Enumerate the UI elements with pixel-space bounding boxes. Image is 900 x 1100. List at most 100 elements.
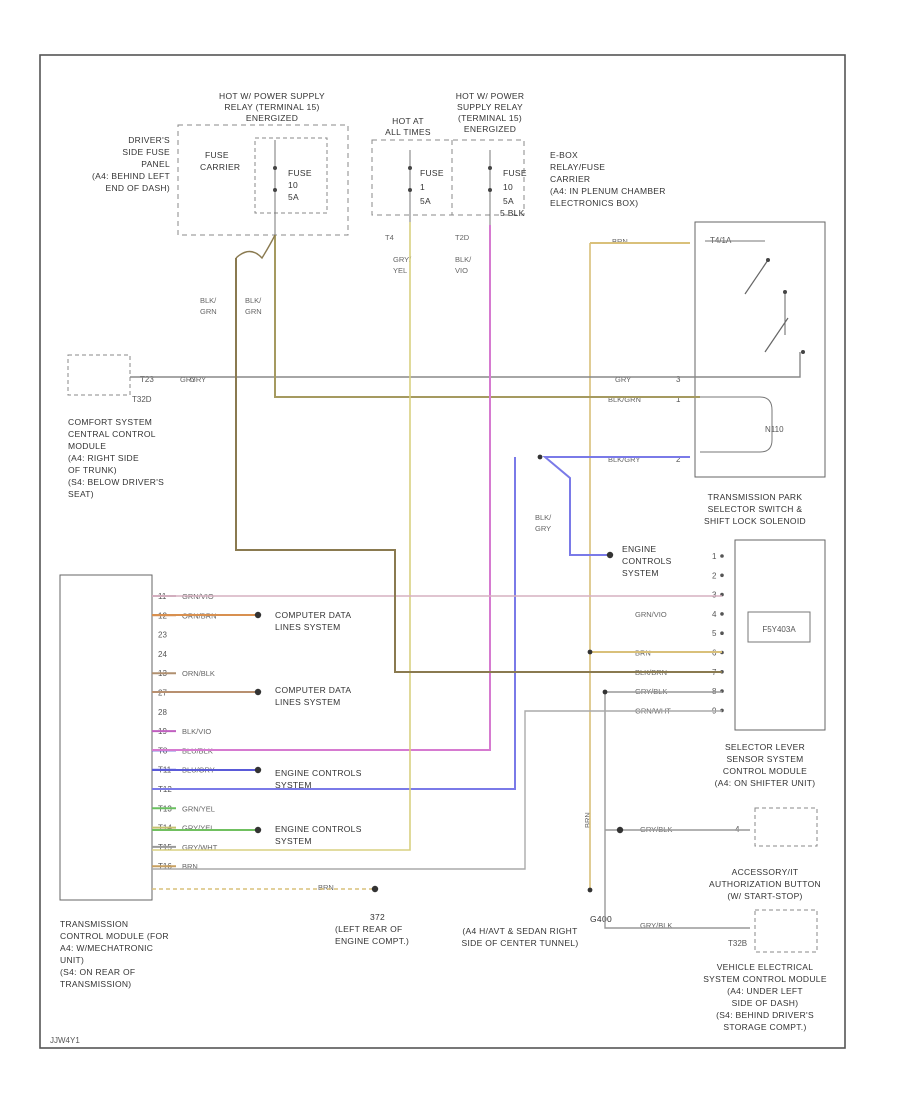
wire-label-blk-grn-a1: BLK/ [200, 296, 217, 305]
selector-pin-4: 4 [712, 610, 717, 619]
shift-label-line1: TRANSMISSION PARK [708, 492, 803, 502]
tcm-wire-label: GRY/YEL [182, 824, 214, 833]
vm-line5: (S4: BEHIND DRIVER'S [716, 1010, 814, 1020]
vm-line1: VEHICLE ELECTRICAL [717, 962, 814, 972]
selector-wire-label: GRN/VIO [635, 610, 667, 619]
relay-title-mid-line2: ALL TIMES [385, 127, 431, 137]
accessory-label: ACCESSORY/IT AUTHORIZATION BUTTON (W/ ST… [709, 867, 821, 901]
relay-title-right-line1: HOT W/ POWER [456, 91, 525, 101]
acc-line3: (W/ START-STOP) [727, 891, 802, 901]
terminal-arrow-1 [254, 611, 262, 619]
tcm-line6: TRANSMISSION) [60, 979, 131, 989]
wire-blu-gry-tcm [152, 457, 516, 790]
shift-wire-brn: BRN [612, 237, 628, 246]
tcm-wire-label: GRY/WHT [182, 843, 218, 852]
wire-label-t4: T4 [385, 233, 394, 242]
tcm-line5: (S4: ON REAR OF [60, 967, 135, 977]
vehicle-module-label: VEHICLE ELECTRICAL SYSTEM CONTROL MODULE… [703, 962, 827, 1032]
terminal-arrow-4 [254, 826, 262, 834]
comfort-line6: (S4: BELOW DRIVER'S [68, 477, 164, 487]
selector-module-label: SELECTOR LEVER SENSOR SYSTEM CONTROL MOD… [715, 742, 815, 788]
wire-blk-grn-left-hook [235, 234, 276, 260]
cdl1-line2: LINES SYSTEM [275, 622, 340, 632]
ebox-label: E-BOX RELAY/FUSE CARRIER (A4: IN PLENUM … [550, 150, 666, 208]
selector-pin-3: 3 [712, 591, 717, 600]
comfort-line7: SEAT) [68, 489, 94, 499]
fuse-right-pin-bottom [488, 188, 492, 192]
tcm-pin-28: 28 [158, 708, 167, 717]
ground-vertical-wire: BRN [583, 812, 592, 828]
shift-label-line2: SELECTOR SWITCH & [708, 504, 803, 514]
shift-wire-gry: GRY [615, 375, 631, 384]
wire-label-blk-gry-1: BLK/ [535, 513, 552, 522]
sel-line3: CONTROL MODULE [723, 766, 807, 776]
tcm-line2: CONTROL MODULE (FOR [60, 931, 169, 941]
ebox-line1: E-BOX [550, 150, 578, 160]
fuse-mid-label-2: 1 [420, 182, 425, 192]
footer-code: JJW4Y1 [50, 1036, 80, 1045]
selector-chip [747, 611, 811, 643]
wire-label-blk-vio-2: VIO [455, 266, 468, 275]
comfort-wire-gry: GRY [190, 375, 206, 384]
vm-line2: SYSTEM CONTROL MODULE [703, 974, 827, 984]
shift-pin-2: 2 [676, 455, 681, 464]
relay-title-right: HOT W/ POWER SUPPLY RELAY (TERMINAL 15) … [456, 91, 525, 134]
fuse-right-label-3: 5A [503, 196, 514, 206]
fuse-mid-label-1: FUSE [420, 168, 444, 178]
shift-switch-label: TRANSMISSION PARK SELECTOR SWITCH & SHIF… [704, 492, 806, 526]
relay-title-left-line2: RELAY (TERMINAL 15) [224, 102, 319, 112]
selector-pin-2: 2 [712, 571, 717, 580]
terminal-arrow-6 [606, 551, 614, 559]
ebox-line2: RELAY/FUSE [550, 162, 605, 172]
vehicle-module-pin: T32B [728, 939, 747, 948]
selector-module-box [734, 539, 826, 731]
shift-switch-box [694, 221, 826, 478]
fuse-left-label-2: 10 [288, 180, 298, 190]
shift-label-line3: SHIFT LOCK SOLENOID [704, 516, 806, 526]
comfort-line5: OF TRUNK) [68, 465, 117, 475]
shift-switch-contact-2 [764, 317, 789, 353]
comfort-line3: MODULE [68, 441, 106, 451]
wire-label-t2d: T2D [455, 233, 470, 242]
fuse-panel-line5: END OF DASH) [105, 183, 170, 193]
shift-wire-blk-grn: BLK/GRN [608, 395, 641, 404]
tcm-line1: TRANSMISSION [60, 919, 128, 929]
fuse-carrier-label-2: CARRIER [200, 162, 240, 172]
wire-label-blk-grn-a2: GRN [200, 307, 217, 316]
comfort-module-box [67, 354, 131, 396]
wire-blk-vio-tcm [152, 225, 491, 751]
wire-label-blk-grn-b1: BLK/ [245, 296, 262, 305]
fuse-mid-pin-top [408, 166, 412, 170]
cdl1-line1: COMPUTER DATA [275, 610, 351, 620]
shift-wire-blk-gry: BLK/GRY [608, 455, 640, 464]
wire-blk-gry-shift [542, 456, 690, 556]
ecs1-line1: ENGINE CONTROLS [275, 768, 362, 778]
fuse-left-label-3: 5A [288, 192, 299, 202]
tcm-line4: UNIT) [60, 955, 84, 965]
relay-fuse-box [371, 139, 525, 216]
ebox-line4: (A4: IN PLENUM CHAMBER [550, 186, 666, 196]
wire-label-blk-grn-b2: GRN [245, 307, 262, 316]
shift-switch-contact-1 [744, 259, 769, 295]
selector-pin-1: 1 [712, 552, 717, 561]
cdl2-line1: COMPUTER DATA [275, 685, 351, 695]
selector-pin-5: 5 [712, 629, 717, 638]
engine-controls-top-label: ENGINE CONTROLS SYSTEM [622, 544, 672, 578]
selector-chip-label: F5Y403A [762, 625, 796, 634]
ect-line2: CONTROLS [622, 556, 672, 566]
shift-pin-1: 1 [676, 395, 681, 404]
selector-pin-dot [720, 573, 724, 578]
fuse-right-extra: 5 BLK [500, 208, 525, 218]
vehicle-module-wire: GRY/BLK [640, 921, 672, 930]
sel-line2: SENSOR SYSTEM [726, 754, 803, 764]
comfort-line4: (A4: RIGHT SIDE [68, 453, 139, 463]
wire-blk-brn-sel [235, 258, 722, 673]
wire-group [130, 222, 801, 929]
tcm-wire-label: GRN/YEL [182, 804, 215, 813]
comfort-pin: T23 [140, 375, 154, 384]
shift-solenoid-coil [700, 396, 773, 453]
wire-gry-blk-sel [604, 691, 750, 929]
wire-label-gry-yel-2: YEL [393, 266, 407, 275]
selector-pin-dot [720, 631, 724, 635]
